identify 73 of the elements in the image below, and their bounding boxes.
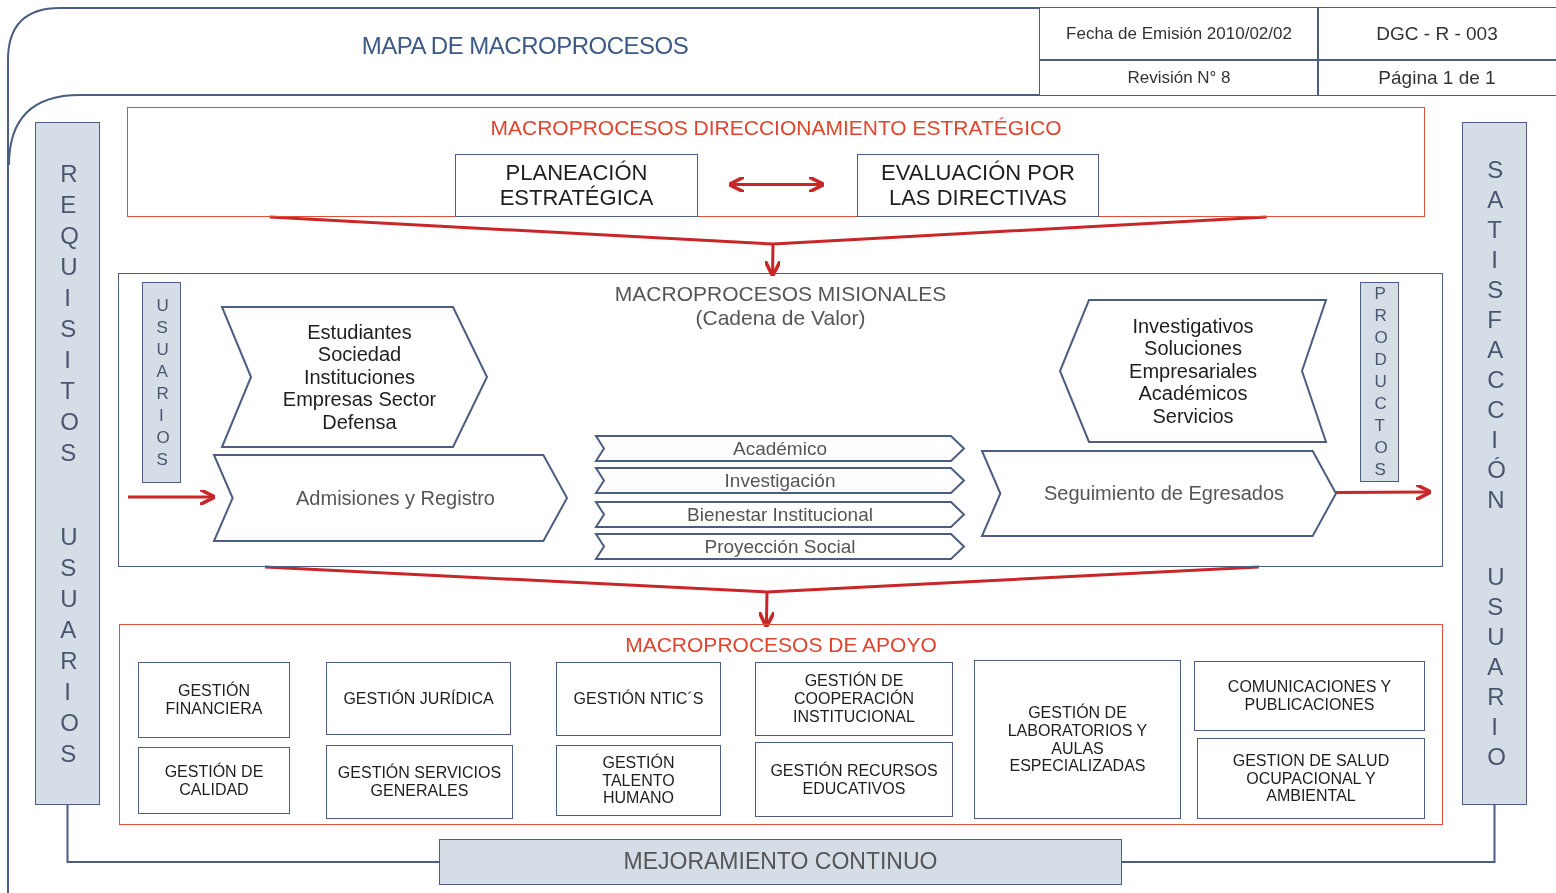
vertical-label: USUARIOS xyxy=(59,522,90,770)
header-cell: DGC - R - 003 xyxy=(1317,7,1556,61)
chevron-shape xyxy=(981,450,1337,537)
vertical-label: USUARIO xyxy=(1486,562,1517,773)
section-heading: (Cadena de Valor) xyxy=(695,306,866,330)
improvement-bar xyxy=(439,839,1122,885)
box-label: Académico xyxy=(732,437,828,460)
chevron-shape xyxy=(1059,299,1327,443)
arrow xyxy=(727,175,826,194)
box-label: Proyección Social xyxy=(703,535,857,558)
box-label: MEJORAMIENTO CONTINUO xyxy=(622,849,939,875)
header-cell: Revisión N° 8 xyxy=(1039,59,1319,96)
process-box xyxy=(1194,661,1425,731)
section-heading: MACROPROCESOS DE APOYO xyxy=(625,633,937,657)
arrow xyxy=(128,487,217,507)
value-chain-strip xyxy=(595,501,965,528)
box-label: GESTIÓN FINANCIERA xyxy=(164,682,264,718)
vertical-label: SATISFACCIÓN xyxy=(1486,154,1517,515)
vertical-tag xyxy=(142,282,181,483)
box-label: GESTIÓN RECURSOS EDUCATIVOS xyxy=(769,761,939,798)
box-label: Bienestar Institucional xyxy=(686,503,874,526)
side-bar xyxy=(1462,122,1527,805)
process-box xyxy=(857,154,1099,217)
value-chain-strip xyxy=(595,533,965,560)
box-label: GESTIÓN TALENTO HUMANO xyxy=(601,753,676,808)
box-label: Seguimiento de Egresados xyxy=(1042,482,1286,505)
process-box xyxy=(326,662,511,735)
connector-line xyxy=(1121,804,1496,863)
vertical-label: USUARIOS xyxy=(155,294,177,471)
section-frame xyxy=(119,624,1443,825)
process-box xyxy=(556,745,721,816)
section-heading: MACROPROCESOS MISIONALES xyxy=(614,282,947,306)
box-label: PLANEACIÓN ESTRATÉGICA xyxy=(498,160,655,211)
box-label: GESTIÓN DE CALIDAD xyxy=(163,762,265,799)
process-box xyxy=(138,662,290,738)
process-box xyxy=(755,662,953,736)
process-box xyxy=(556,662,721,736)
process-box xyxy=(455,154,698,217)
arrow xyxy=(268,215,1269,278)
process-box xyxy=(755,742,953,817)
process-box xyxy=(138,747,290,814)
vertical-label: REQUISITOS xyxy=(59,158,90,468)
box-label: GESTIÓN DE COOPERACIÓN INSTITUCIONAL xyxy=(792,672,916,726)
box-label: EVALUACIÓN POR LAS DIRECTIVAS xyxy=(880,160,1076,211)
chevron-shape xyxy=(213,454,568,542)
side-bar xyxy=(35,122,100,805)
process-box xyxy=(974,660,1181,819)
header-cell: Página 1 de 1 xyxy=(1317,59,1556,96)
box-label: GESTION DE SALUD OCUPACIONAL Y AMBIENTAL xyxy=(1231,751,1391,806)
box-label: Investigación xyxy=(723,469,837,492)
box-label: GESTIÓN SERVICIOS GENERALES xyxy=(336,764,503,800)
box-label: GESTIÓN DE LABORATORIOS Y AULAS ESPECIALIZADAS xyxy=(1006,703,1149,776)
section-frame xyxy=(127,107,1425,217)
arrow xyxy=(263,565,1261,629)
connector-line xyxy=(66,804,440,863)
box-label: GESTIÓN NTIC´S xyxy=(572,690,705,708)
box-label: Admisiones y Registro xyxy=(295,486,496,510)
section-heading: MACROPROCESOS DIRECCIONAMIENTO ESTRATÉGICO xyxy=(490,116,1062,140)
section-frame xyxy=(118,273,1443,567)
value-chain-strip xyxy=(595,467,965,494)
arrow xyxy=(1336,482,1433,502)
vertical-tag xyxy=(1360,282,1399,482)
process-box xyxy=(326,745,513,819)
box-label: Estudiantes Sociedad Instituciones Empresas Sector Defensa xyxy=(281,321,438,433)
vertical-label: PRODUCTOS xyxy=(1373,283,1395,481)
header-cell: Fecha de Emisión 2010/02/02 xyxy=(1039,7,1319,61)
box-label: GESTIÓN JURÍDICA xyxy=(342,689,495,708)
value-chain-strip xyxy=(595,435,965,462)
chevron-shape xyxy=(221,306,488,448)
box-label: COMUNICACIONES Y PUBLICACIONES xyxy=(1226,678,1393,714)
process-box xyxy=(1197,738,1425,819)
box-label: Investigativos Soluciones Empresariales Académicos Servicios xyxy=(1128,315,1258,427)
diagram-title: MAPA DE MACROPROCESOS xyxy=(360,32,690,60)
